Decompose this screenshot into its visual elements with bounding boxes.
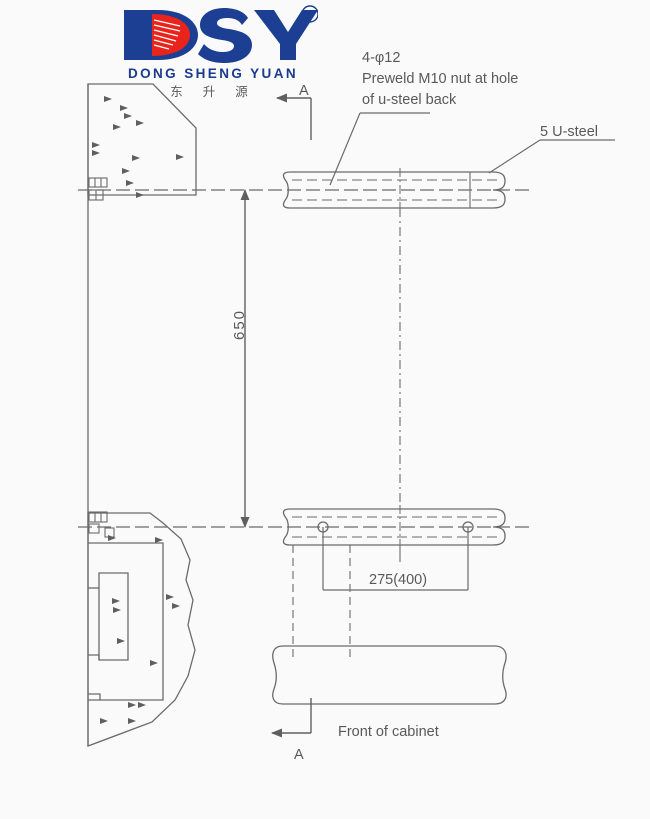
lower-u-steel [282, 505, 506, 550]
front-of-cabinet-label: Front of cabinet [338, 724, 439, 740]
logo-d-red-disc [152, 14, 190, 56]
left-lower-side-view [87, 511, 196, 747]
leader-note-diagonal [329, 112, 361, 186]
lower-notch-bottom [88, 693, 101, 700]
lower-bracket-detail [88, 511, 115, 538]
hole-spec-note: 4-φ12 Preweld M10 nut at hole of u-steel… [362, 48, 518, 111]
section-mark-a-top [276, 93, 312, 140]
lower-inner-rect [98, 572, 129, 661]
logo-letter-s [198, 8, 252, 63]
cabinet-front-rail-outline [272, 645, 507, 705]
horizontal-dimension-label: 275(400) [369, 572, 428, 588]
lower-hatch-marks [100, 535, 180, 724]
logo-mark: R [124, 5, 318, 63]
upper-bracket-detail [88, 177, 108, 201]
section-letter-top: A [299, 83, 309, 99]
lower-notch-lower [88, 654, 100, 660]
logo-chinese-name: 东 升 源 [170, 84, 256, 99]
lower-side-outline [87, 512, 196, 747]
hole-spec-text: 4-φ12 [362, 50, 401, 66]
u-steel-label: 5 U-steel [540, 124, 599, 140]
company-logo: R DONG SHENG YUAN 东 升 源 [118, 4, 318, 99]
cabinet-front-rail [272, 645, 507, 705]
horizontal-dimension-275 [322, 527, 469, 591]
svg-text:R: R [307, 10, 314, 21]
upper-u-steel-outline [282, 171, 506, 209]
section-mark-a-bottom [271, 698, 312, 738]
registered-icon: R [301, 5, 318, 23]
vertical-dimension-label: 650 [231, 308, 248, 340]
upper-u-steel [282, 168, 506, 214]
leader-ustee-diagonal [488, 139, 541, 174]
leader-lines [329, 112, 615, 186]
upper-hatch-marks [92, 96, 184, 198]
logo-wordmark: DONG SHENG YUAN [127, 66, 299, 81]
logo-d-stripes [153, 19, 181, 50]
lower-inner-body [88, 542, 164, 701]
preweld-note-line-1: Preweld M10 nut at hole [362, 71, 519, 87]
section-letter-bottom: A [294, 747, 304, 763]
left-upper-side-view [87, 83, 197, 201]
preweld-note-line-2: of u-steel back [362, 92, 457, 108]
lower-u-steel-outline [282, 508, 506, 546]
logo-letter-y [254, 10, 318, 60]
